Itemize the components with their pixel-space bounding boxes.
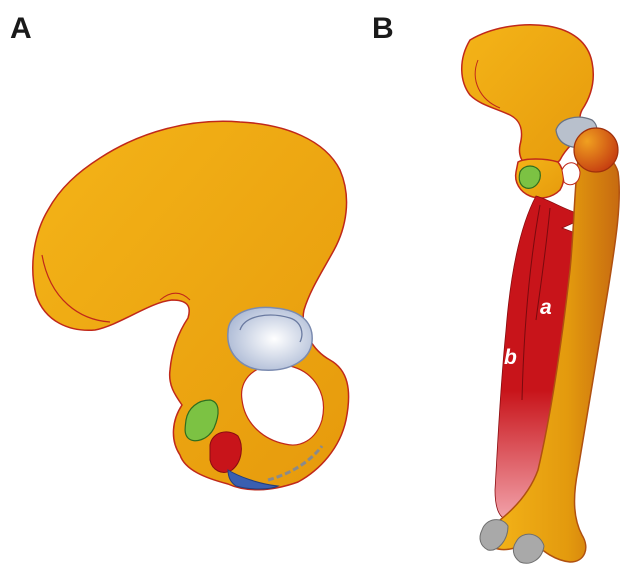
panel-label-b: B bbox=[372, 12, 394, 45]
femoral-head bbox=[574, 128, 618, 172]
hip-femur-frontal: a b bbox=[462, 25, 620, 563]
hip-bone-lateral bbox=[33, 121, 349, 489]
panel-label-a: A bbox=[10, 12, 32, 45]
muscle-label-a: a bbox=[540, 296, 552, 319]
femur-neck-hole bbox=[562, 163, 580, 185]
acetabulum-cartilage bbox=[228, 307, 312, 370]
condyle-right bbox=[513, 534, 544, 563]
muscle-label-b: b bbox=[504, 346, 517, 369]
